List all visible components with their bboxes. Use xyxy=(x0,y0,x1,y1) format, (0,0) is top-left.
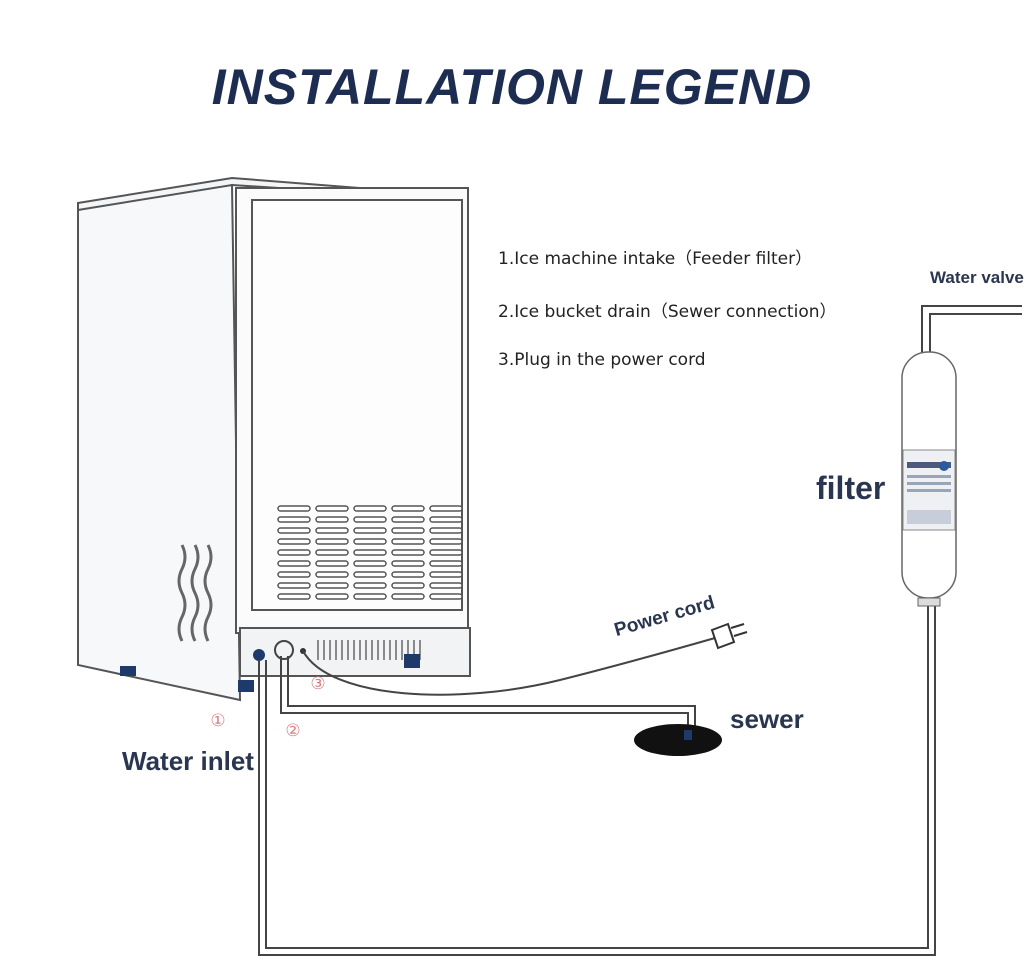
power-cord-line xyxy=(302,637,716,696)
grille-slot xyxy=(429,582,463,589)
grille-slot xyxy=(429,527,463,534)
grille-slot xyxy=(315,516,349,523)
grille-slot xyxy=(315,582,349,589)
grille-slot xyxy=(353,516,387,523)
grille-slot xyxy=(391,527,425,534)
legend-item-2: 2.Ice bucket drain（Sewer connection） xyxy=(498,302,837,322)
grille-slot xyxy=(315,549,349,556)
ice-machine xyxy=(77,176,471,702)
valve-pipe xyxy=(921,305,1022,356)
page-title: INSTALLATION LEGEND xyxy=(211,59,813,115)
plug-icon xyxy=(710,622,748,650)
grille-slot xyxy=(429,560,463,567)
side-vents xyxy=(177,544,213,642)
legend-item-3: 3.Plug in the power cord xyxy=(498,350,706,370)
filter-cartridge xyxy=(901,351,957,607)
drain-end xyxy=(684,730,692,740)
grille-slot xyxy=(429,538,463,545)
water-supply-pipe xyxy=(258,596,936,956)
grille-slot xyxy=(353,593,387,600)
grille-slot xyxy=(391,571,425,578)
grille-slot xyxy=(315,571,349,578)
machine-foot xyxy=(238,680,254,692)
grille-slot xyxy=(353,505,387,512)
grille-slot xyxy=(391,549,425,556)
grille-slot xyxy=(429,516,463,523)
grille-slot xyxy=(277,527,311,534)
grille-slot xyxy=(277,505,311,512)
grille-slot xyxy=(315,527,349,534)
grille-slot xyxy=(277,582,311,589)
grille-slot xyxy=(353,560,387,567)
grille-slot xyxy=(429,549,463,556)
grille-slot xyxy=(429,571,463,578)
grille-slot xyxy=(391,505,425,512)
drain-port xyxy=(274,640,294,660)
marker-1: ① xyxy=(210,711,226,731)
sewer-label: sewer xyxy=(730,704,804,734)
grille-slot xyxy=(277,571,311,578)
grille-slot xyxy=(353,571,387,578)
front-grille xyxy=(277,505,463,600)
grille-slot xyxy=(429,593,463,600)
legend-item-1: 1.Ice machine intake（Feeder filter） xyxy=(498,249,813,269)
grille-slot xyxy=(353,549,387,556)
grille-slot xyxy=(277,538,311,545)
grille-slot xyxy=(429,505,463,512)
water-valve-label: Water valve xyxy=(930,268,1024,287)
bottom-grille xyxy=(317,640,421,660)
grille-slot xyxy=(391,582,425,589)
grille-slot xyxy=(315,593,349,600)
water-inlet-label: Water inlet xyxy=(122,746,254,776)
grille-slot xyxy=(353,582,387,589)
grille-slot xyxy=(391,560,425,567)
grille-slot xyxy=(277,593,311,600)
grille-slot xyxy=(391,593,425,600)
grille-slot xyxy=(391,538,425,545)
sewer-hole xyxy=(634,724,722,756)
marker-3: ③ xyxy=(310,674,326,694)
machine-foot xyxy=(120,666,136,676)
grille-slot xyxy=(277,560,311,567)
grille-slot xyxy=(277,549,311,556)
grille-slot xyxy=(277,516,311,523)
water-inlet-port xyxy=(253,649,265,661)
grille-slot xyxy=(315,505,349,512)
grille-slot xyxy=(353,538,387,545)
grille-slot xyxy=(391,516,425,523)
filter-label: filter xyxy=(816,470,886,506)
grille-slot xyxy=(315,538,349,545)
machine-foot xyxy=(404,654,420,668)
grille-slot xyxy=(353,527,387,534)
grille-slot xyxy=(315,560,349,567)
marker-2: ② xyxy=(285,721,301,741)
